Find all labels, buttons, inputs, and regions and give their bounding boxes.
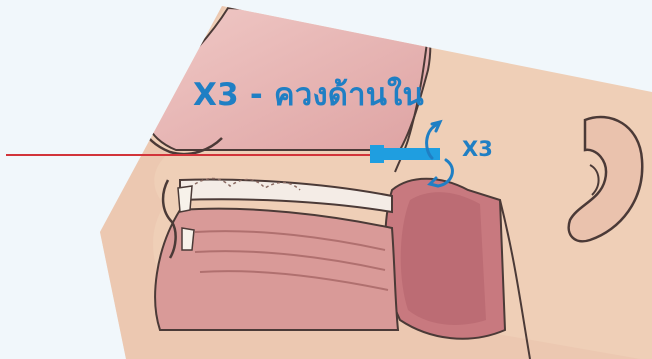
upper-tooth [178,186,192,212]
lower-tooth [182,228,194,250]
repetition-label: X3 [462,139,493,160]
swab-tip [370,145,384,163]
technique-label: X3 - ควงด้านใน [193,80,424,111]
nasopharynx-shadow [401,192,486,325]
tongue [155,209,398,330]
